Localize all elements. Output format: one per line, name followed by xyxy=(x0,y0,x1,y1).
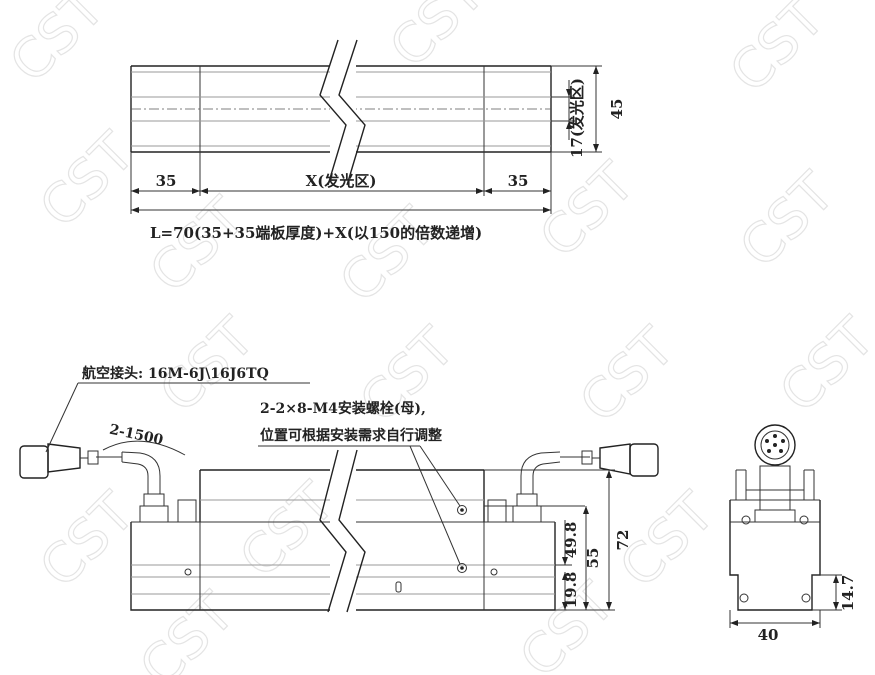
gland-right-nut xyxy=(516,493,538,507)
bolt-leader-top xyxy=(419,445,461,507)
length-formula: L=70(35+35端板厚度)+X(以150的倍数递增) xyxy=(150,224,482,242)
m4-bolt-bottom xyxy=(457,563,467,573)
dim-arrows-19-8 xyxy=(562,572,568,610)
dim-35-right: 35 xyxy=(508,172,529,190)
side-connector-inner xyxy=(760,430,790,460)
watermark: CST xyxy=(148,305,267,424)
side-connector-face xyxy=(754,424,796,466)
dim-17-emit: 17(发光区) xyxy=(568,78,586,158)
bolt-label-line2: 位置可根据安装需求自行调整 xyxy=(260,427,443,444)
front-upper-body xyxy=(199,469,485,522)
watermark: CST xyxy=(328,195,447,314)
side-gland xyxy=(754,465,796,523)
m4-bolt-bottom-center xyxy=(460,566,464,570)
watermark: CST xyxy=(138,185,257,304)
mount-hole xyxy=(184,568,192,576)
front-slot-lines xyxy=(131,564,555,595)
watermark: CST xyxy=(718,0,837,105)
dim-40: 40 xyxy=(758,626,779,644)
side-hole xyxy=(799,515,809,525)
mount-hole xyxy=(490,568,498,576)
dim-arrows-14-7 xyxy=(833,575,839,610)
connector-right-head xyxy=(629,443,659,477)
m4-bolt-top-center xyxy=(460,508,464,512)
dim-45: 45 xyxy=(608,99,626,120)
watermark: CST xyxy=(568,315,687,434)
side-extension-lines xyxy=(729,610,821,628)
connector-left-body xyxy=(47,443,81,473)
dim-35-left: 35 xyxy=(156,172,177,190)
side-hole xyxy=(741,515,751,525)
bolt-label-line1: 2-2×8-M4安装螺栓(母), xyxy=(260,400,426,417)
side-view: 40 14.7 xyxy=(729,424,857,644)
break-line-left xyxy=(319,39,347,186)
front-break-left xyxy=(319,449,347,613)
connector-label: 航空接头: 16M-6J\16J6TQ xyxy=(82,365,269,382)
cable-length-leader xyxy=(102,440,186,456)
dim-55: 55 xyxy=(584,548,602,569)
connector-pins xyxy=(765,434,785,453)
watermark: CST xyxy=(0,0,117,95)
connector-leader xyxy=(45,382,79,453)
top-extension-lines xyxy=(130,152,552,214)
watermark: CST xyxy=(378,0,497,80)
break-line-right xyxy=(338,39,366,186)
watermark: CST xyxy=(228,470,347,589)
side-bracket xyxy=(730,489,820,501)
side-hole xyxy=(739,593,749,603)
end-cap-right xyxy=(487,499,507,523)
gland-left-base xyxy=(139,505,169,523)
front-view: 航空接头: 16M-6J\16J6TQ 2-1500 2-2×8-M4安装螺栓(… xyxy=(19,365,659,618)
top-view: 35 X(发光区) 35 L=70(35+35端板厚度)+X(以150的倍数递增… xyxy=(130,39,626,242)
dim-arrow-49-8 xyxy=(562,557,568,565)
top-right-extension-lines xyxy=(551,65,602,153)
dim-arrows-17 xyxy=(566,89,572,129)
top-body-inner-lines xyxy=(131,71,551,147)
dim-19-8: 19.8 xyxy=(562,572,580,609)
watermark: CST xyxy=(768,305,875,424)
dim-49-8: 49.8 xyxy=(562,522,580,559)
bolt-leader-bottom xyxy=(409,445,461,565)
cable-left-elbow xyxy=(121,451,161,494)
watermark: CST xyxy=(28,120,147,239)
side-extension-lines-14-7 xyxy=(812,574,842,611)
m4-bolt-top xyxy=(457,505,467,515)
gland-left-nut xyxy=(143,493,165,507)
dim-14-7: 14.7 xyxy=(839,575,857,612)
dim-72: 72 xyxy=(614,530,632,551)
side-hole xyxy=(801,593,811,603)
front-extension-lines xyxy=(484,469,615,611)
connector-left-head xyxy=(19,445,49,479)
side-fins xyxy=(735,469,815,500)
watermark: CST xyxy=(28,480,147,599)
dim-x-emit: X(发光区) xyxy=(306,172,377,190)
vent-slot xyxy=(395,581,402,593)
end-cap-left xyxy=(177,499,197,523)
gland-right-base xyxy=(512,505,542,523)
watermark: CST xyxy=(728,160,847,279)
cable-right-elbow xyxy=(520,451,561,494)
front-break-right xyxy=(338,449,366,613)
